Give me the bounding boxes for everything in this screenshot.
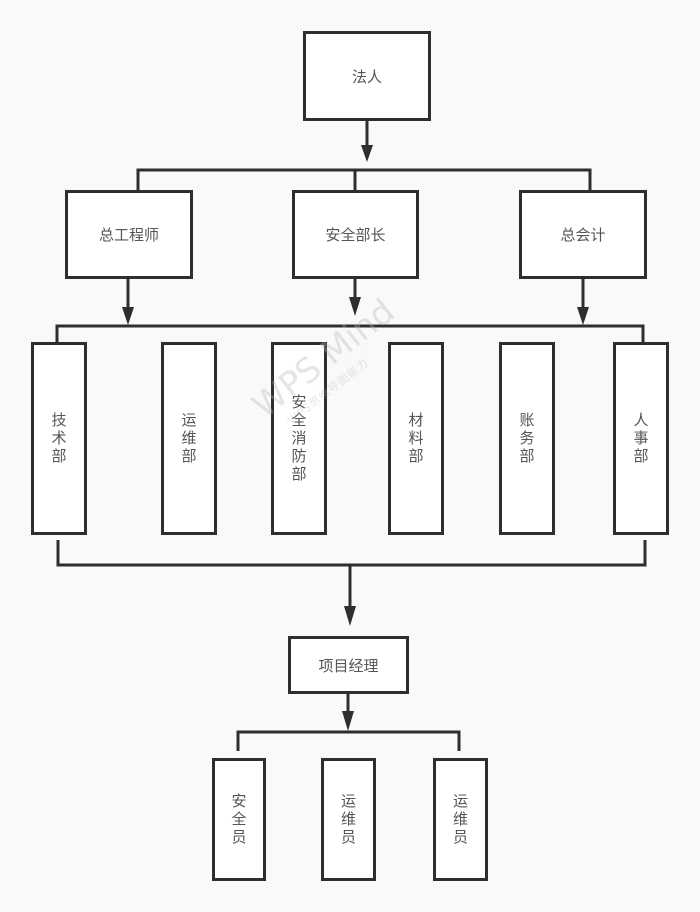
node-label: 技术部	[49, 411, 68, 466]
arrow-head-manager	[342, 711, 354, 731]
node-staff-safety-officer[interactable]: 安全员	[212, 758, 266, 881]
arrow-head-root	[361, 145, 373, 162]
node-chief-accountant[interactable]: 总会计	[519, 190, 647, 279]
node-dept-technology[interactable]: 技术部	[31, 342, 87, 535]
connector-dept-merge	[56, 540, 647, 567]
node-chief-engineer[interactable]: 总工程师	[65, 190, 193, 279]
connector-staff-bus	[236, 730, 461, 751]
arrow-head-zkj	[577, 307, 589, 325]
node-label: 运维员	[339, 792, 357, 847]
arrow-head-zgcs	[122, 307, 134, 325]
node-staff-operator-1[interactable]: 运维员	[321, 758, 376, 881]
node-label: 材料部	[406, 411, 425, 466]
node-label: 账务部	[517, 411, 536, 466]
node-label: 安全部长	[325, 226, 386, 244]
node-dept-fire-safety[interactable]: 安全消防部	[271, 342, 327, 535]
node-label: 总会计	[560, 226, 606, 244]
node-label: 安全员	[229, 792, 248, 847]
node-label: 人事部	[631, 411, 650, 466]
connector-level2-bus	[136, 168, 592, 190]
node-label: 安全消防部	[289, 393, 308, 484]
node-dept-operations[interactable]: 运维部	[161, 342, 217, 535]
node-dept-accounts[interactable]: 账务部	[499, 342, 555, 535]
node-label: 运维员	[451, 792, 469, 847]
node-label: 运维部	[179, 411, 198, 466]
node-safety-director[interactable]: 安全部长	[292, 190, 419, 279]
arrow-head-merge	[344, 606, 356, 626]
node-legal-person[interactable]: 法人	[303, 31, 431, 121]
node-project-manager[interactable]: 项目经理	[288, 636, 409, 694]
node-label: 法人	[351, 67, 382, 86]
node-label: 项目经理	[318, 656, 379, 675]
node-dept-materials[interactable]: 材料部	[388, 342, 444, 535]
connector-dept-bus	[55, 324, 645, 342]
arrow-head-aqbz	[349, 297, 361, 316]
node-staff-operator-2[interactable]: 运维员	[433, 758, 488, 881]
node-label: 总工程师	[98, 226, 159, 244]
node-dept-hr[interactable]: 人事部	[613, 342, 669, 535]
